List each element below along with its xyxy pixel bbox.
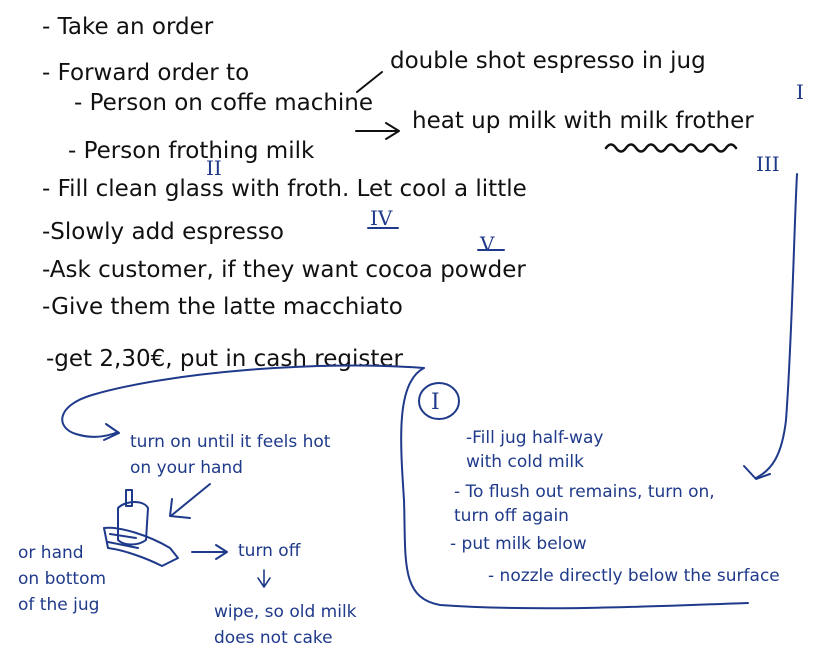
marker-3: III — [756, 152, 780, 176]
frother-step-flush: - To flush out remains, turn on, — [454, 482, 715, 502]
connector-line — [356, 71, 383, 93]
note-heat-2: on your hand — [130, 458, 243, 478]
note-hand-1: or hand — [18, 543, 84, 563]
frother-step-milk-below: - put milk below — [450, 534, 587, 554]
milk-task-label: heat up milk with milk frother — [412, 108, 754, 134]
frother-step-fill-cont: with cold milk — [466, 452, 584, 472]
step-fill-glass: - Fill clean glass with froth. Let cool … — [42, 176, 527, 202]
step-coffee-person: - Person on coffe machine — [74, 90, 374, 116]
frother-step-nozzle: - nozzle directly below the surface — [488, 566, 780, 586]
note-turn-off: turn off — [238, 541, 301, 561]
step-get-payment: -get 2,30€, put in cash register — [46, 346, 403, 372]
wipe-down-arrow — [257, 569, 271, 588]
step-add-espresso: -Slowly add espresso — [42, 219, 284, 245]
jug-pointer-arrow — [169, 483, 211, 519]
note-heat-1: turn on until it feels hot — [130, 432, 331, 452]
milk-task-arrow — [355, 122, 400, 140]
scribble-mark — [604, 143, 738, 153]
note-hand-2: on bottom — [18, 569, 107, 589]
coffee-task-label: double shot espresso in jug — [390, 48, 706, 74]
jug-hand-sketch — [103, 489, 179, 567]
frother-step-fill: -Fill jug half-way — [466, 428, 604, 448]
note-hand-3: of the jug — [18, 595, 100, 615]
note-wipe-2: does not cake — [214, 628, 333, 648]
marker-4: IV — [370, 206, 393, 230]
marker-1-circled: I — [431, 390, 440, 415]
step-forward-order: - Forward order to — [42, 60, 250, 86]
step-give-macchiato: -Give them the latte macchiato — [42, 294, 403, 320]
step-ask-cocoa: -Ask customer, if they want cocoa powder — [42, 257, 526, 283]
note-wipe-1: wipe, so old milk — [214, 602, 357, 622]
marker-2: II — [206, 156, 222, 180]
step-take-order: - Take an order — [42, 14, 214, 40]
turn-off-arrow — [191, 544, 228, 560]
step-milk-person: - Person frothing milk — [68, 138, 315, 164]
frother-step-flush-cont: turn off again — [454, 506, 569, 526]
circle-marker — [418, 382, 460, 420]
frother-section-loop — [61, 364, 749, 610]
long-arrow-down — [743, 173, 798, 480]
marker-1: I — [796, 80, 804, 104]
